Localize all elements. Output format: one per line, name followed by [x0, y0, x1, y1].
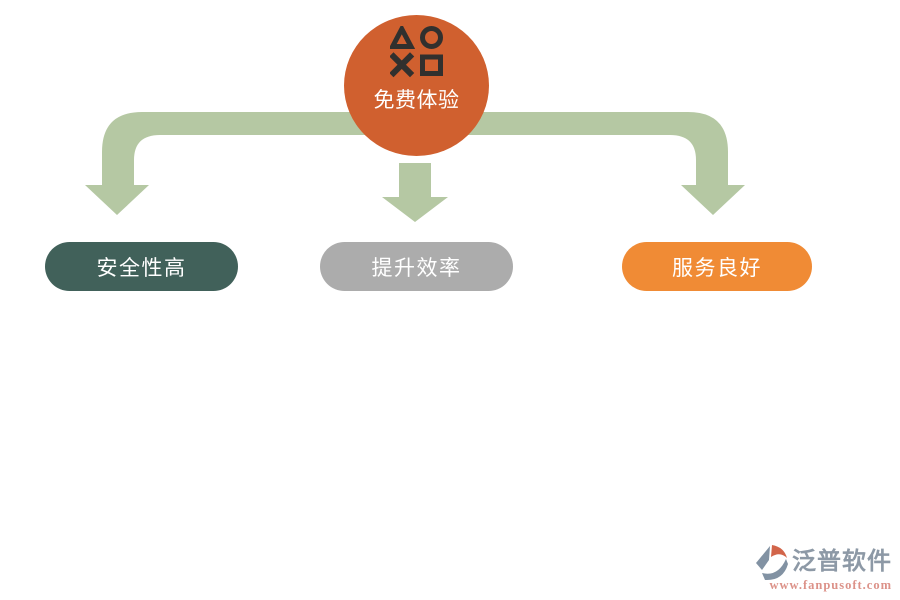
benefit-pill-service-label: 服务良好 [672, 256, 762, 280]
benefit-pill-efficiency-label: 提升效率 [371, 256, 462, 280]
benefit-pill-service[interactable]: 服务良好 [622, 242, 812, 291]
brand-url[interactable]: www.fanpusoft.com [769, 577, 892, 592]
brand-name: 泛普软件 [792, 548, 892, 575]
game-shapes-icon [389, 26, 443, 78]
benefit-pill-security-label: 安全性高 [96, 256, 187, 280]
free-trial-label: 免费体验 [373, 89, 460, 112]
free-trial-node[interactable]: 免费体验 [344, 15, 489, 156]
arrow-left-elbow [85, 112, 392, 215]
benefit-pill-efficiency[interactable]: 提升效率 [320, 242, 513, 291]
arrow-down-middle [382, 163, 448, 222]
fanpu-logo-icon [756, 544, 788, 580]
benefit-pill-security[interactable]: 安全性高 [45, 242, 238, 291]
brand-watermark: 泛普软件 www.fanpusoft.com [754, 542, 892, 592]
arrow-right-elbow [438, 112, 745, 215]
